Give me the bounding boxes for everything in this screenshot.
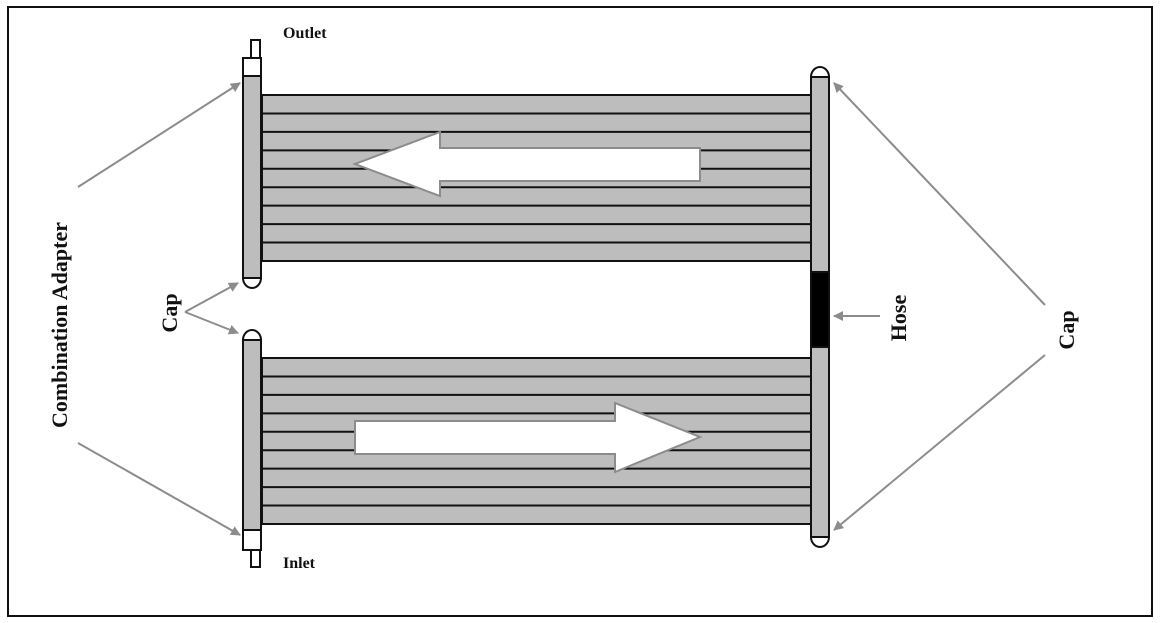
bottom-right-cap	[809, 536, 831, 548]
outlet-nozzle	[250, 39, 261, 59]
flow-arrow-right	[354, 401, 703, 474]
cap-pointer-right-top	[833, 82, 1046, 306]
inlet-label: Inlet	[283, 555, 316, 572]
hose-label: Hose	[886, 295, 911, 342]
adapter-pointer-bottom	[77, 442, 241, 536]
bottom-tube-dividers	[262, 375, 812, 507]
bottom-collector-panel	[241, 329, 831, 568]
flow-arrow-left	[352, 130, 701, 198]
cap-pointer-upper	[184, 282, 239, 313]
combination-adapter-label: Combination Adapter	[47, 222, 72, 428]
cap-label-right: Cap	[1054, 310, 1079, 349]
inlet-combination-adapter	[242, 529, 262, 551]
cap-pointer-right-bottom	[833, 354, 1046, 531]
bottom-left-header	[242, 339, 262, 531]
top-collector-panel	[241, 39, 831, 289]
adapter-pointer-top	[77, 82, 241, 188]
cap-pointer-lower	[184, 311, 239, 335]
pointer-lines	[77, 82, 1046, 536]
bottom-left-cap	[241, 329, 263, 341]
top-right-header	[810, 76, 830, 273]
bottom-right-header	[810, 346, 830, 538]
hose	[810, 271, 830, 348]
top-left-header	[242, 75, 262, 279]
outlet-label: Outlet	[283, 25, 327, 42]
inlet-nozzle	[250, 549, 261, 568]
top-left-cap	[241, 277, 263, 289]
cap-label-left: Cap	[157, 293, 182, 332]
top-right-cap	[809, 66, 831, 78]
outlet-combination-adapter	[242, 57, 262, 77]
